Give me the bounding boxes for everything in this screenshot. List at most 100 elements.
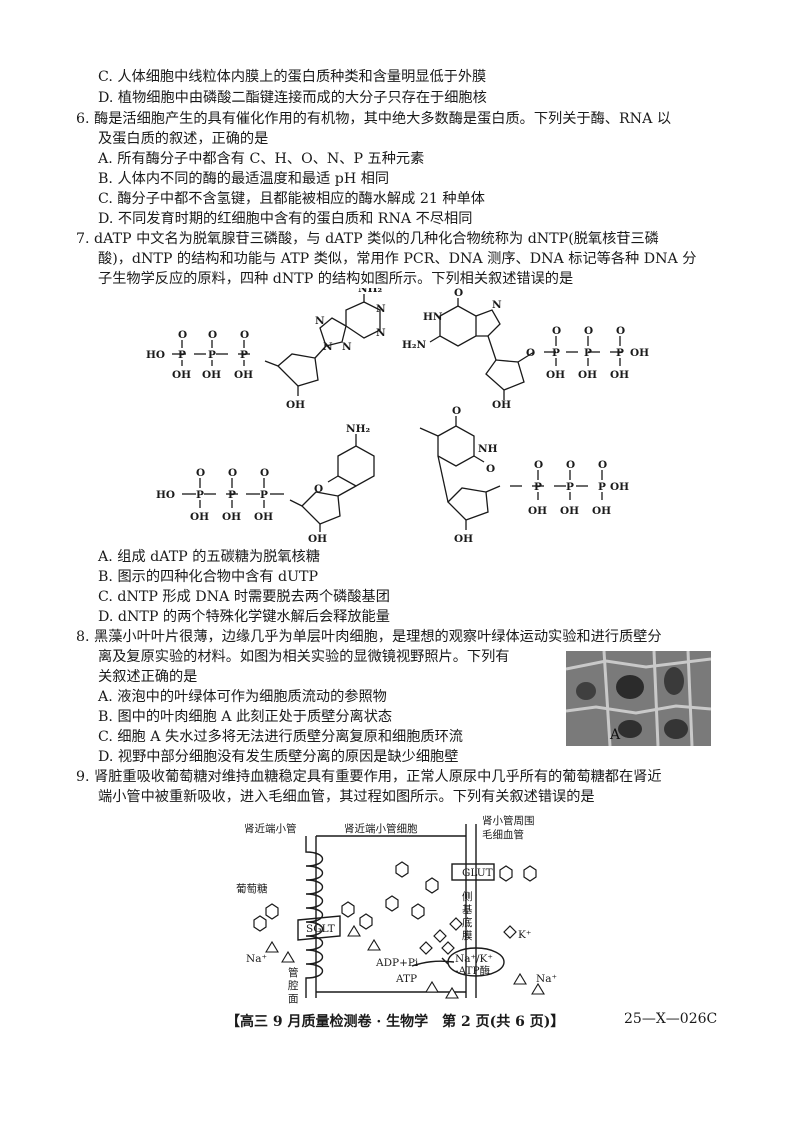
svg-text:基: 基 [462, 903, 473, 916]
svg-text:OH: OH [286, 399, 305, 411]
svg-text:O: O [178, 329, 187, 341]
svg-text:管: 管 [288, 966, 299, 979]
svg-text:P: P [228, 489, 236, 501]
svg-text:O: O [314, 483, 323, 495]
svg-text:OH: OH [492, 399, 511, 411]
svg-text:OH: OH [630, 347, 649, 359]
q8-stem-line2: 离及复原实验的材料。如图为相关实验的显微镜视野照片。下列有 [98, 649, 510, 665]
svg-text:NH₂: NH₂ [346, 423, 371, 435]
svg-text:P: P [616, 347, 624, 359]
svg-text:O: O [196, 467, 205, 479]
svg-text:肾小管周围: 肾小管周围 [482, 814, 535, 827]
svg-text:H₂N: H₂N [402, 339, 427, 351]
svg-text:毛细血管: 毛细血管 [482, 828, 524, 841]
svg-text:OH: OH [592, 505, 611, 517]
svg-text:N: N [376, 327, 386, 339]
q8-option-b: B. 图中的叶肉细胞 A 此刻正处于质壁分离状态 [98, 709, 393, 725]
svg-text:肾近端小管: 肾近端小管 [244, 822, 297, 835]
svg-text:Na⁺: Na⁺ [536, 973, 557, 985]
svg-text:ATP: ATP [395, 973, 417, 985]
svg-text:OH: OH [454, 533, 473, 545]
dntp-structures-figure: HO P P P O O O OH OH OH OH NH₂ N N N N N… [146, 288, 649, 545]
svg-text:Na⁺: Na⁺ [246, 953, 267, 965]
q6-option-b: B. 人体内不同的酶的最适温度和最适 pH 相同 [98, 171, 390, 187]
svg-text:O: O [260, 467, 269, 479]
svg-text:O: O [208, 329, 217, 341]
q6-stem-line1: 6. 酶是活细胞产生的具有催化作用的有机物，其中绝大多数酶是蛋白质。下列关于酶、… [76, 111, 672, 127]
svg-text:P: P [260, 489, 268, 501]
svg-text:膜: 膜 [462, 930, 473, 942]
q9-stem-line1: 9. 肾脏重吸收葡萄糖对维持血糖稳定具有重要作用，正常人原尿中几乎所有的葡萄糖都… [76, 769, 662, 785]
svg-text:O: O [526, 347, 535, 359]
photo-label-a: A [609, 727, 621, 743]
svg-text:O: O [584, 325, 593, 337]
svg-text:OH: OH [190, 511, 209, 523]
svg-text:OH: OH [610, 369, 629, 381]
svg-text:Na⁺/K⁺: Na⁺/K⁺ [455, 953, 493, 965]
svg-text:O: O [534, 459, 543, 471]
svg-text:SGLT: SGLT [306, 923, 335, 935]
svg-text:OH: OH [202, 369, 221, 381]
q7-option-a: A. 组成 dATP 的五碳糖为脱氧核糖 [98, 549, 320, 565]
svg-text:OH: OH [560, 505, 579, 517]
svg-text:O: O [598, 459, 607, 471]
svg-text:OH: OH [610, 481, 629, 493]
svg-text:O: O [552, 325, 561, 337]
svg-text:底: 底 [462, 916, 473, 929]
q8-option-d: D. 视野中部分细胞没有发生质壁分离的原因是缺少细胞壁 [98, 749, 459, 765]
svg-text:OH: OH [546, 369, 565, 381]
svg-text:P: P [534, 481, 542, 493]
svg-text:O: O [486, 463, 495, 475]
svg-text:O: O [228, 467, 237, 479]
svg-text:面: 面 [288, 993, 299, 1005]
q6-stem-line2: 及蛋白质的叙述，正确的是 [98, 131, 269, 147]
svg-text:GLUT: GLUT [462, 867, 493, 879]
svg-text:P: P [584, 347, 592, 359]
q6-option-d: D. 不同发育时期的红细胞中含有的蛋白质和 RNA 不尽相同 [98, 211, 473, 227]
svg-text:O: O [454, 288, 463, 299]
svg-text:O: O [452, 405, 461, 417]
q8-option-c: C. 细胞 A 失水过多将无法进行质壁分离复原和细胞质环流 [98, 729, 463, 745]
svg-text:腔: 腔 [288, 979, 299, 992]
svg-text:P: P [178, 349, 186, 361]
svg-text:K⁺: K⁺ [518, 929, 531, 941]
svg-text:葡萄糖: 葡萄糖 [236, 882, 268, 895]
q6-option-c: C. 酶分子中都不含氢键，且都能被相应的酶水解成 21 种单体 [98, 191, 485, 207]
svg-text:ADP+Pi: ADP+Pi [375, 957, 419, 969]
q6-option-a: A. 所有酶分子中都含有 C、H、O、N、P 五种元素 [98, 151, 425, 167]
page-footer: 【高三 9 月质量检测卷 · 生物学 第 2 页(共 6 页)】 [226, 1014, 565, 1030]
svg-text:侧: 侧 [462, 890, 473, 903]
svg-text:O: O [616, 325, 625, 337]
q8-stem-line1: 8. 黑藻小叶叶片很薄，边缘几乎为单层叶肉细胞，是理想的观察叶绿体运动实验和进行… [76, 629, 662, 645]
paper-code: 25—X—026C [624, 1011, 718, 1027]
svg-text:HO: HO [146, 349, 165, 361]
svg-text:N: N [315, 315, 325, 327]
svg-text:O: O [240, 329, 249, 341]
svg-text:OH: OH [528, 505, 547, 517]
q5-option-d: D. 植物细胞中由磷酸二酯键连接而成的大分子只存在于细胞核 [98, 90, 487, 106]
svg-text:OH: OH [578, 369, 597, 381]
svg-text:OH: OH [308, 533, 327, 545]
svg-text:OH: OH [234, 369, 253, 381]
svg-text:P: P [196, 489, 204, 501]
svg-text:P: P [566, 481, 574, 493]
q7-option-d: D. dNTP 的两个特殊化学键水解后会释放能量 [98, 609, 390, 625]
q9-stem-line2: 端小管中被重新吸收，进入毛细血管，其过程如图所示。下列有关叙述错误的是 [98, 789, 595, 805]
svg-text:O: O [566, 459, 575, 471]
svg-text:P: P [240, 349, 248, 361]
svg-text:P: P [208, 349, 216, 361]
svg-text:OH: OH [254, 511, 273, 523]
svg-text:-ATP酶: -ATP酶 [455, 964, 491, 977]
svg-text:N: N [323, 341, 333, 353]
svg-text:肾近端小管细胞: 肾近端小管细胞 [344, 822, 418, 835]
q7-stem-line2: 酸)，dNTP 的结构和功能与 ATP 类似，常用作 PCR、DNA 测序、DN… [98, 251, 697, 267]
svg-text:N: N [342, 341, 352, 353]
svg-text:P: P [552, 347, 560, 359]
svg-text:HN: HN [423, 311, 443, 323]
svg-text:NH₂: NH₂ [358, 288, 383, 295]
svg-text:HO: HO [156, 489, 175, 501]
svg-text:N: N [376, 303, 386, 315]
svg-text:N: N [492, 299, 502, 311]
q8-stem-line3: 关叙述正确的是 [98, 669, 198, 685]
svg-text:OH: OH [172, 369, 191, 381]
